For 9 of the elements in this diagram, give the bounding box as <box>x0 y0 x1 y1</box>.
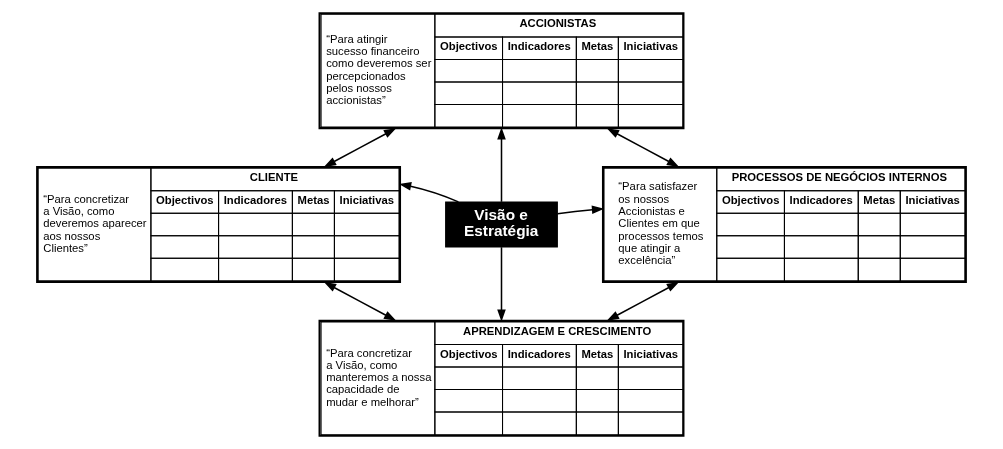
arrow <box>606 282 680 321</box>
arrow <box>497 127 506 203</box>
arrow <box>606 128 680 168</box>
arrow <box>323 128 397 168</box>
arrow <box>497 246 506 322</box>
arrow <box>323 282 397 321</box>
node-box: Visão e Estratégia <box>445 201 558 248</box>
arrow <box>556 205 605 215</box>
arrow <box>398 182 460 203</box>
